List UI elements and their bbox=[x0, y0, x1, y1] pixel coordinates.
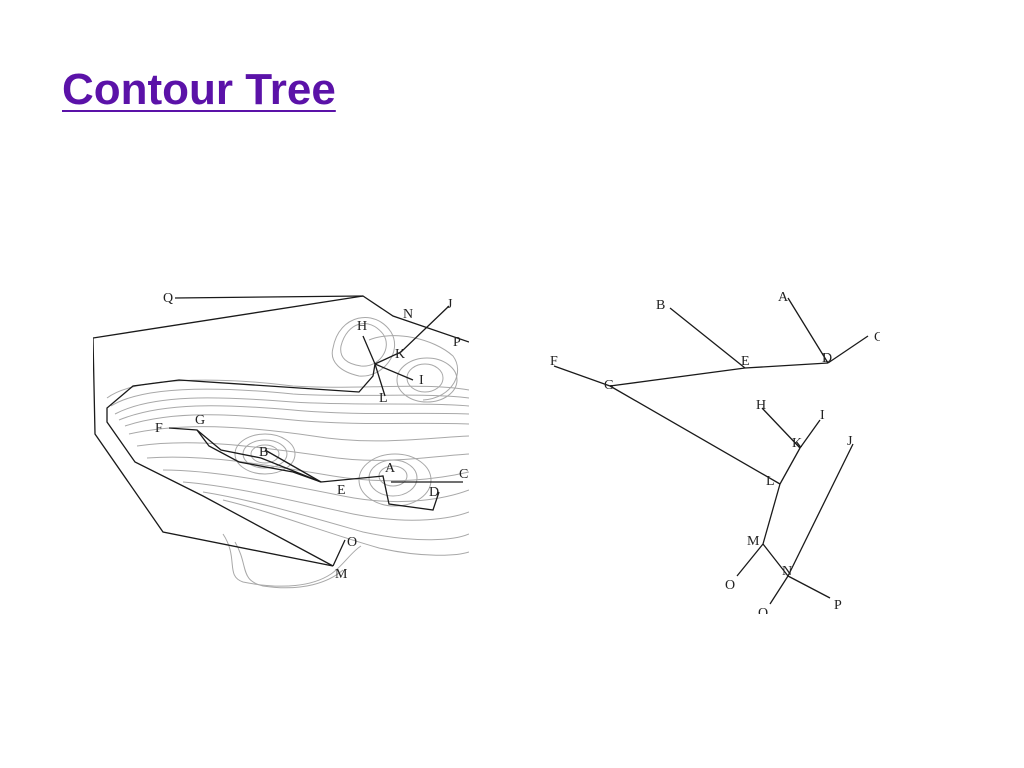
contour-map-figure: Q N J P H K I L G F B A C D E O M bbox=[92, 286, 470, 606]
tree-edge-l-m bbox=[762, 483, 781, 545]
tree-label-d: D bbox=[822, 351, 832, 366]
tree-edge-b-e bbox=[669, 307, 746, 369]
contour-label-l: L bbox=[379, 391, 388, 406]
contour-label-h: H bbox=[357, 319, 367, 334]
tree-edge-m-n bbox=[762, 543, 789, 577]
tree-edge-g-l bbox=[609, 385, 781, 485]
contour-label-b: B bbox=[259, 445, 268, 460]
contour-label-o: O bbox=[347, 535, 357, 550]
tree-label-i: I bbox=[820, 408, 825, 423]
contour-lines bbox=[106, 316, 470, 589]
tree-edge-h-k bbox=[761, 407, 801, 449]
contour-label-m: M bbox=[335, 567, 348, 582]
contour-tree-figure: A C D B E F G H I K J L M O N P Q bbox=[550, 286, 883, 621]
tree-label-p: P bbox=[834, 598, 842, 613]
contour-label-d: D bbox=[429, 485, 439, 500]
slide-title: Contour Tree bbox=[62, 65, 336, 114]
contour-label-p: P bbox=[453, 335, 461, 350]
tree-edge-k-l bbox=[779, 447, 801, 485]
tree-label-h: H bbox=[756, 398, 766, 413]
contour-label-k: K bbox=[395, 347, 405, 362]
contour-label-q: Q bbox=[163, 291, 173, 306]
contour-map-labels: Q N J P H K I L G F B A C D E O M bbox=[155, 291, 468, 582]
contour-label-g: G bbox=[195, 413, 205, 428]
tree-label-o: O bbox=[725, 578, 735, 593]
tree-edge-n-q bbox=[769, 575, 789, 605]
tree-label-j: J bbox=[847, 434, 853, 449]
tree-label-m: M bbox=[747, 534, 760, 549]
tree-edges bbox=[553, 297, 869, 605]
contour-label-c: C bbox=[459, 467, 468, 482]
tree-edge-m-o bbox=[736, 543, 764, 577]
tree-label-f: F bbox=[550, 354, 558, 369]
tree-label-k: K bbox=[792, 436, 802, 451]
tree-label-e: E bbox=[741, 354, 750, 369]
tree-label-g: G bbox=[604, 378, 614, 393]
tree-edge-n-p bbox=[787, 575, 831, 599]
tree-edge-a-d bbox=[787, 297, 829, 364]
tree-label-n: N bbox=[782, 564, 792, 579]
tree-label-l: L bbox=[766, 474, 775, 489]
contour-label-n: N bbox=[403, 307, 413, 322]
tree-edge-j-n bbox=[787, 443, 854, 577]
tree-label-q: Q bbox=[758, 606, 768, 614]
tree-label-b: B bbox=[656, 298, 665, 313]
tree-edge-d-e bbox=[744, 362, 829, 369]
tree-edge-i-k bbox=[799, 419, 821, 449]
tree-labels: A C D B E F G H I K J L M O N P Q bbox=[550, 290, 883, 621]
tree-edge-f-g bbox=[553, 365, 611, 387]
tree-label-a: A bbox=[778, 290, 789, 305]
contour-label-j: J bbox=[447, 297, 453, 312]
tree-edge-c-d bbox=[827, 335, 869, 364]
tree-label-c: C bbox=[874, 330, 880, 345]
contour-tree-overlay bbox=[92, 295, 470, 567]
tree-edge-e-g bbox=[609, 367, 746, 387]
contour-label-e: E bbox=[337, 483, 346, 498]
contour-label-i: I bbox=[419, 373, 424, 388]
contour-label-f: F bbox=[155, 421, 163, 436]
contour-label-a: A bbox=[385, 461, 396, 476]
